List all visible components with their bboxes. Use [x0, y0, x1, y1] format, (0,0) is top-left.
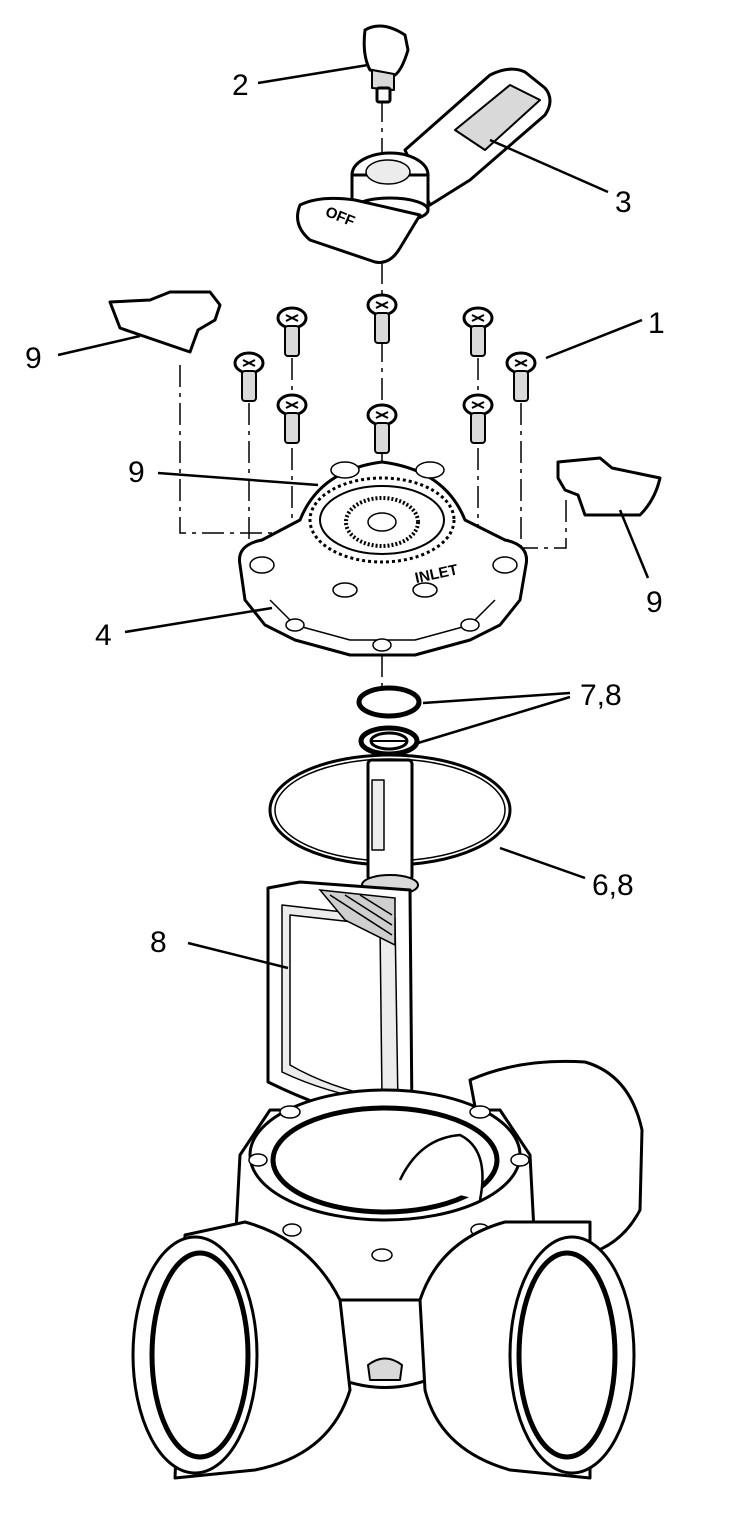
callout-label-cam-inner: 9 [128, 456, 145, 489]
callout-label-cover-gasket: 6,8 [592, 869, 634, 902]
diverter-part [266, 758, 419, 1124]
screw [366, 403, 398, 454]
callout-label-knob: 2 [232, 69, 249, 102]
screw [233, 351, 265, 402]
cam-left-part [108, 290, 222, 354]
callout-label-screw: 1 [648, 307, 665, 340]
screw [366, 293, 398, 344]
valve-body-part [131, 1059, 644, 1480]
callout-label-handle: 3 [615, 186, 632, 219]
callout-labels: 2 3 1 9 9 9 4 7,8 6,8 8 [25, 69, 665, 959]
screw [276, 393, 308, 444]
callout-label-o-rings: 7,8 [580, 679, 622, 712]
screw [462, 306, 494, 357]
callout-label-diverter: 8 [150, 926, 167, 959]
screw [462, 393, 494, 444]
callout-label-cam-right: 9 [646, 586, 663, 619]
callout-label-cover: 4 [95, 619, 112, 652]
cam-right-part [556, 456, 662, 517]
o-rings-part [356, 685, 422, 757]
cover-part: INLET [237, 460, 529, 657]
callout-label-cam-left: 9 [25, 342, 42, 375]
screws-part [233, 293, 537, 454]
knob-part [362, 24, 410, 104]
leader-lines [57, 63, 650, 970]
screw [276, 306, 308, 357]
handle-part: OFF [296, 67, 552, 264]
screw [505, 351, 537, 402]
